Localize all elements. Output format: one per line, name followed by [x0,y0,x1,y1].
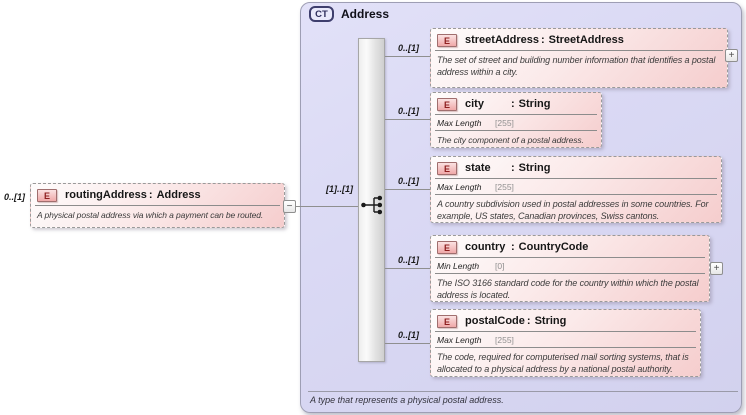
divider [435,331,696,332]
element-annotation: A physical postal address via which a pa… [37,210,264,220]
type-colon: : [148,189,153,201]
element-box-streetaddress[interactable]: E streetAddress : StreetAddress The set … [430,28,728,88]
connector-line [385,268,430,269]
child-cardinality-label: 0..[1] [398,255,420,265]
divider [435,50,723,51]
element-box-city[interactable]: E city : String Max Length [255] The cit… [430,92,602,148]
child-cardinality-label: 0..[1] [398,106,420,116]
facet-name: Max Length [437,118,482,128]
element-type: String [518,162,551,174]
element-box-country[interactable]: E country : CountryCode Min Length [0] T… [430,235,710,302]
divider [435,347,696,348]
divider [435,178,717,179]
facet-row: Max Length [255] [431,332,700,347]
facet-row: Max Length [255] [431,115,601,130]
divider [435,273,705,274]
root-cardinality-label: 0..[1] [4,192,26,202]
element-name: state [465,162,491,174]
element-type: CountryCode [518,241,589,253]
connector-line [385,343,430,344]
facet-value: [255] [495,335,514,345]
element-type: String [534,315,567,327]
element-box-state[interactable]: E state : String Max Length [255] A coun… [430,156,722,223]
connector-line [296,206,358,207]
element-name: streetAddress [465,34,539,46]
divider [435,130,597,131]
element-title: E postalCode : String [431,310,700,331]
element-badge-icon: E [37,188,57,202]
facet-row: Max Length [255] [431,179,721,194]
divider [435,257,705,258]
element-annotation: The set of street and building number in… [437,55,716,77]
element-title: E city : String [431,93,601,114]
complex-type-badge: CT [309,6,334,22]
element-badge-icon: E [437,240,457,254]
child-cardinality-label: 0..[1] [398,330,420,340]
element-name: routingAddress [65,189,147,201]
element-box-postalcode[interactable]: E postalCode : String Max Length [255] T… [430,309,701,377]
type-colon: : [526,315,531,327]
divider [435,194,717,195]
divider [308,391,738,392]
sequence-cardinality-label: [1]..[1] [326,184,353,194]
complex-type-title: Address [341,7,390,21]
element-annotation: A country subdivision used in postal add… [437,199,709,221]
element-title: E country : CountryCode [431,236,709,257]
divider [435,114,597,115]
connector-line [385,189,430,190]
element-badge-icon: E [437,33,457,47]
element-box-routingaddress[interactable]: E routingAddress : Address A physical po… [30,183,285,228]
element-badge-icon: E [437,161,457,175]
element-name: country [465,241,506,253]
child-cardinality-label: 0..[1] [398,176,420,186]
facet-row: Min Length [0] [431,258,709,273]
element-title: E state : String [431,157,721,178]
type-colon: : [511,241,515,253]
facet-name: Max Length [437,182,482,192]
element-annotation: The city component of a postal address. [437,135,584,145]
expand-toggle[interactable]: + [725,49,738,62]
facet-value: [255] [495,118,514,128]
expand-toggle[interactable]: + [710,262,723,275]
complex-type-annotation: A type that represents a physical postal… [310,395,504,405]
element-name: city [465,98,484,110]
child-cardinality-label: 0..[1] [398,43,420,53]
sequence-compositor-icon[interactable] [359,194,389,216]
element-type: Address [156,189,201,201]
element-type: StreetAddress [548,34,624,46]
type-colon: : [540,34,545,46]
element-badge-icon: E [437,97,457,111]
facet-value: [255] [495,182,514,192]
connector-line [385,56,430,57]
element-name: postalCode [465,315,525,327]
collapse-toggle[interactable]: − [283,200,296,213]
element-annotation: The ISO 3166 standard code for the count… [437,278,699,300]
connector-line [385,119,430,120]
element-annotation: The code, required for computerised mail… [437,352,689,374]
facet-name: Max Length [437,335,482,345]
facet-value: [0] [495,261,505,271]
element-badge-icon: E [437,314,457,328]
element-type: String [518,98,551,110]
divider [35,205,280,206]
element-title: E streetAddress : StreetAddress [431,29,727,50]
type-colon: : [511,162,515,174]
element-title: E routingAddress : Address [31,184,284,205]
type-colon: : [511,98,515,110]
facet-name: Min Length [437,261,480,271]
